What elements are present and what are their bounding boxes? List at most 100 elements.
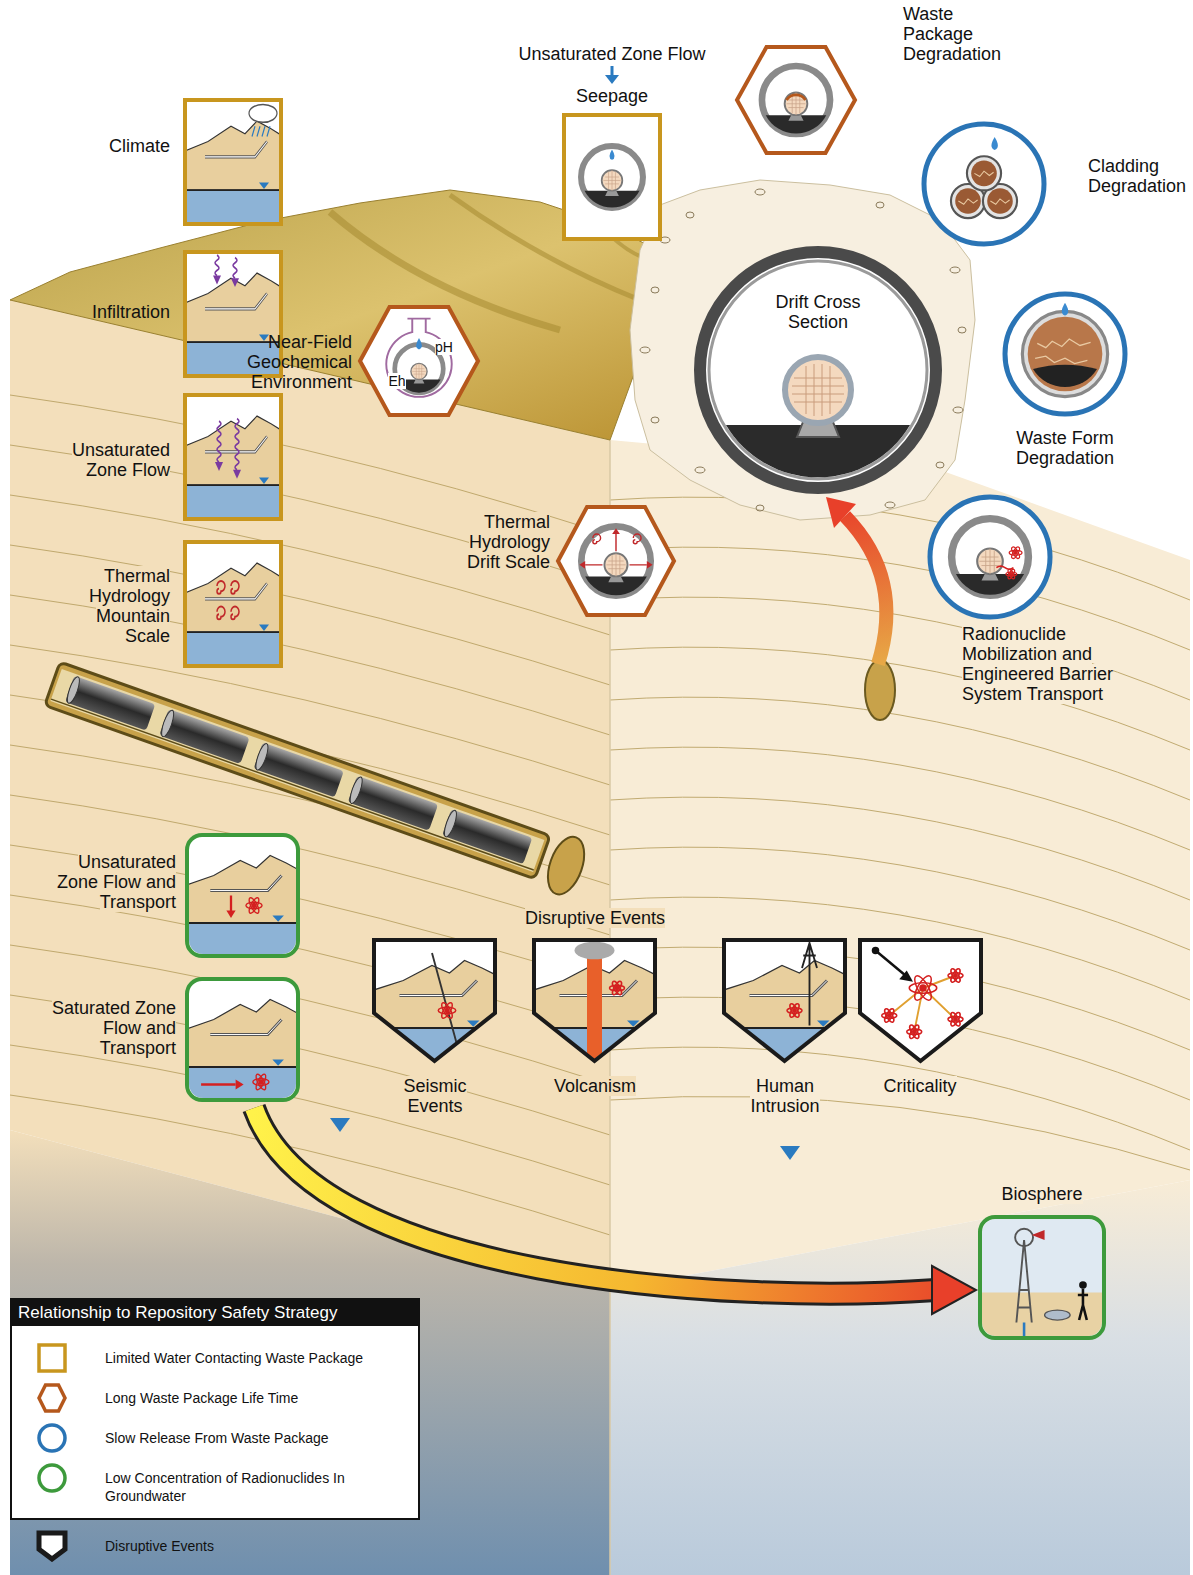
illustration-part bbox=[564, 115, 660, 239]
icon-frame bbox=[978, 1215, 1106, 1340]
illustration-part bbox=[612, 528, 620, 534]
illustration-part bbox=[185, 542, 281, 666]
illustration-part bbox=[189, 922, 296, 924]
illustration-part bbox=[1009, 546, 1022, 560]
illustration-part bbox=[722, 938, 847, 1063]
illustration-part bbox=[185, 100, 281, 224]
illustration-part bbox=[593, 534, 601, 544]
illustration-part bbox=[762, 66, 830, 134]
illustration-part bbox=[912, 973, 935, 1002]
node-label: Unsaturated Zone Flow bbox=[72, 440, 170, 480]
illustration-part bbox=[372, 1028, 497, 1063]
illustration-part bbox=[1032, 1230, 1045, 1240]
illustration-part bbox=[233, 470, 241, 479]
label-slot: Thermal Hydrology Mountain Scale bbox=[68, 566, 170, 647]
illustration-part bbox=[882, 1008, 897, 1024]
illustration-part bbox=[189, 923, 296, 954]
illustration-part bbox=[10, 995, 610, 1135]
label-slot: Volcanism bbox=[535, 1076, 655, 1096]
label-slot: Radionuclide Mobilization and Engineered… bbox=[962, 624, 1137, 705]
illustration-part bbox=[788, 1003, 800, 1019]
illustration-part bbox=[187, 190, 279, 222]
illustration-part bbox=[785, 92, 808, 115]
label-slot: Seismic Events bbox=[385, 1076, 485, 1116]
node-label: Thermal Hydrology Drift Scale bbox=[467, 512, 550, 572]
illustration-part bbox=[953, 407, 963, 413]
illustration-part bbox=[974, 171, 993, 176]
illustration-part bbox=[908, 1024, 920, 1040]
legend-swatch bbox=[36, 1422, 68, 1454]
illustration-part bbox=[931, 131, 1038, 238]
illustration-part bbox=[372, 938, 497, 1063]
illustration-part bbox=[187, 544, 279, 664]
illustration-part bbox=[924, 124, 1044, 244]
illustration-part bbox=[1010, 546, 1021, 560]
illustration-part bbox=[231, 607, 239, 620]
illustration-part bbox=[189, 837, 296, 954]
illustration-part bbox=[1079, 1281, 1087, 1289]
illustration-part bbox=[253, 742, 343, 797]
illustration-part bbox=[272, 916, 284, 922]
illustration-part bbox=[254, 1073, 267, 1091]
illustration-part bbox=[39, 1465, 65, 1491]
node-label: Human Intrusion bbox=[750, 1076, 819, 1116]
illustration-part bbox=[579, 526, 652, 595]
illustration-part bbox=[948, 1016, 963, 1022]
illustration-part bbox=[787, 92, 806, 115]
illustration-part bbox=[236, 1080, 244, 1090]
illustration-part bbox=[231, 581, 239, 594]
label-slot: Biosphere bbox=[962, 1184, 1122, 1204]
illustration-part bbox=[610, 985, 625, 991]
illustration-part bbox=[412, 363, 425, 379]
group-heading: Disruptive Events bbox=[525, 908, 665, 928]
illustration-part bbox=[1062, 303, 1068, 316]
illustration-part bbox=[872, 947, 880, 955]
illustration-part bbox=[412, 363, 425, 379]
icon-frame bbox=[735, 45, 857, 155]
label-slot: Cladding Degradation bbox=[1088, 156, 1188, 196]
illustration-part bbox=[610, 647, 1190, 750]
illustration-part bbox=[205, 294, 267, 309]
legend-text: Slow Release From Waste Package bbox=[105, 1430, 329, 1446]
illustration-part bbox=[247, 896, 260, 914]
illustration-part bbox=[1005, 294, 1125, 414]
illustration-part bbox=[954, 1018, 957, 1021]
illustration-part bbox=[231, 278, 239, 287]
label-slot: Human Intrusion bbox=[735, 1076, 835, 1116]
illustration-part bbox=[185, 395, 281, 519]
label-slot: Seepage bbox=[552, 86, 672, 106]
node-label: Volcanism bbox=[554, 1076, 636, 1096]
illustration-part bbox=[259, 624, 269, 630]
illustration-part bbox=[253, 1073, 269, 1091]
illustration-part bbox=[982, 1219, 1102, 1336]
illustration-part bbox=[189, 837, 296, 954]
label-slot: Unsaturated Zone Flow bbox=[482, 44, 742, 64]
illustration-part bbox=[187, 273, 279, 342]
legend-swatch bbox=[36, 1530, 68, 1562]
process-icon-node: Seismic Events bbox=[372, 938, 497, 1063]
illustration-part bbox=[787, 1003, 802, 1019]
icon-frame bbox=[185, 977, 300, 1102]
illustration-part bbox=[802, 943, 817, 1026]
node-label: Criticality bbox=[883, 1076, 956, 1096]
illustration-part bbox=[949, 968, 961, 984]
illustration-part bbox=[1033, 365, 1097, 387]
process-icon-node: Drift Cross Section bbox=[693, 245, 943, 495]
illustration-part bbox=[217, 581, 225, 594]
label-slot: Eh bbox=[384, 372, 410, 390]
illustration-part bbox=[541, 832, 591, 899]
illustration-part bbox=[189, 981, 296, 1098]
label-slot: Disruptive Events bbox=[505, 908, 685, 928]
illustration-part bbox=[958, 199, 977, 204]
illustration-part bbox=[907, 1024, 922, 1040]
illustration-part bbox=[913, 1030, 916, 1033]
icon-frame bbox=[562, 113, 662, 241]
illustration-part bbox=[948, 968, 963, 984]
illustration-part bbox=[187, 397, 279, 517]
label-slot: Saturated Zone Flow and Transport bbox=[40, 998, 176, 1058]
legend-header: Relationship to Repository Safety Strate… bbox=[12, 1300, 418, 1326]
illustration-part bbox=[1035, 339, 1090, 364]
illustration-part bbox=[977, 548, 1003, 574]
illustration-part bbox=[936, 462, 944, 468]
illustration-part bbox=[259, 477, 269, 483]
